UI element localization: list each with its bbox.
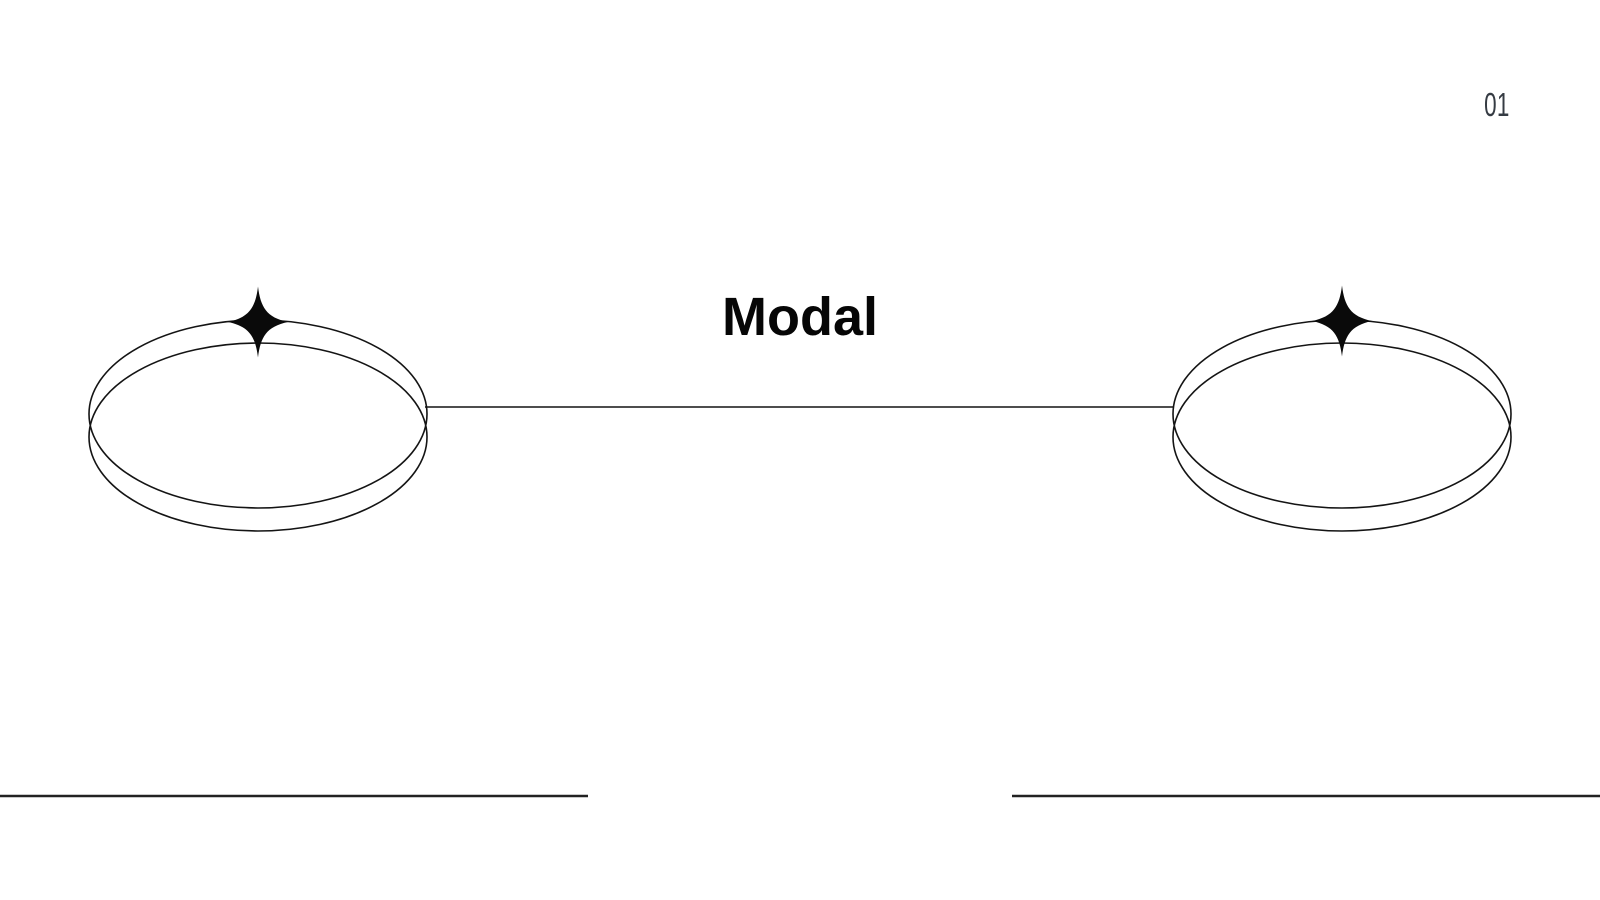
left-loop-lower-ellipse [88, 342, 428, 532]
left-loop-node [88, 286, 428, 532]
page-number: 01 [1484, 86, 1510, 123]
sparkle-icon [1312, 285, 1372, 357]
connector-label: Modal [722, 287, 878, 347]
right-loop-node [1172, 285, 1512, 532]
right-loop-lower-ellipse [1172, 342, 1512, 532]
sparkle-icon [228, 286, 288, 358]
